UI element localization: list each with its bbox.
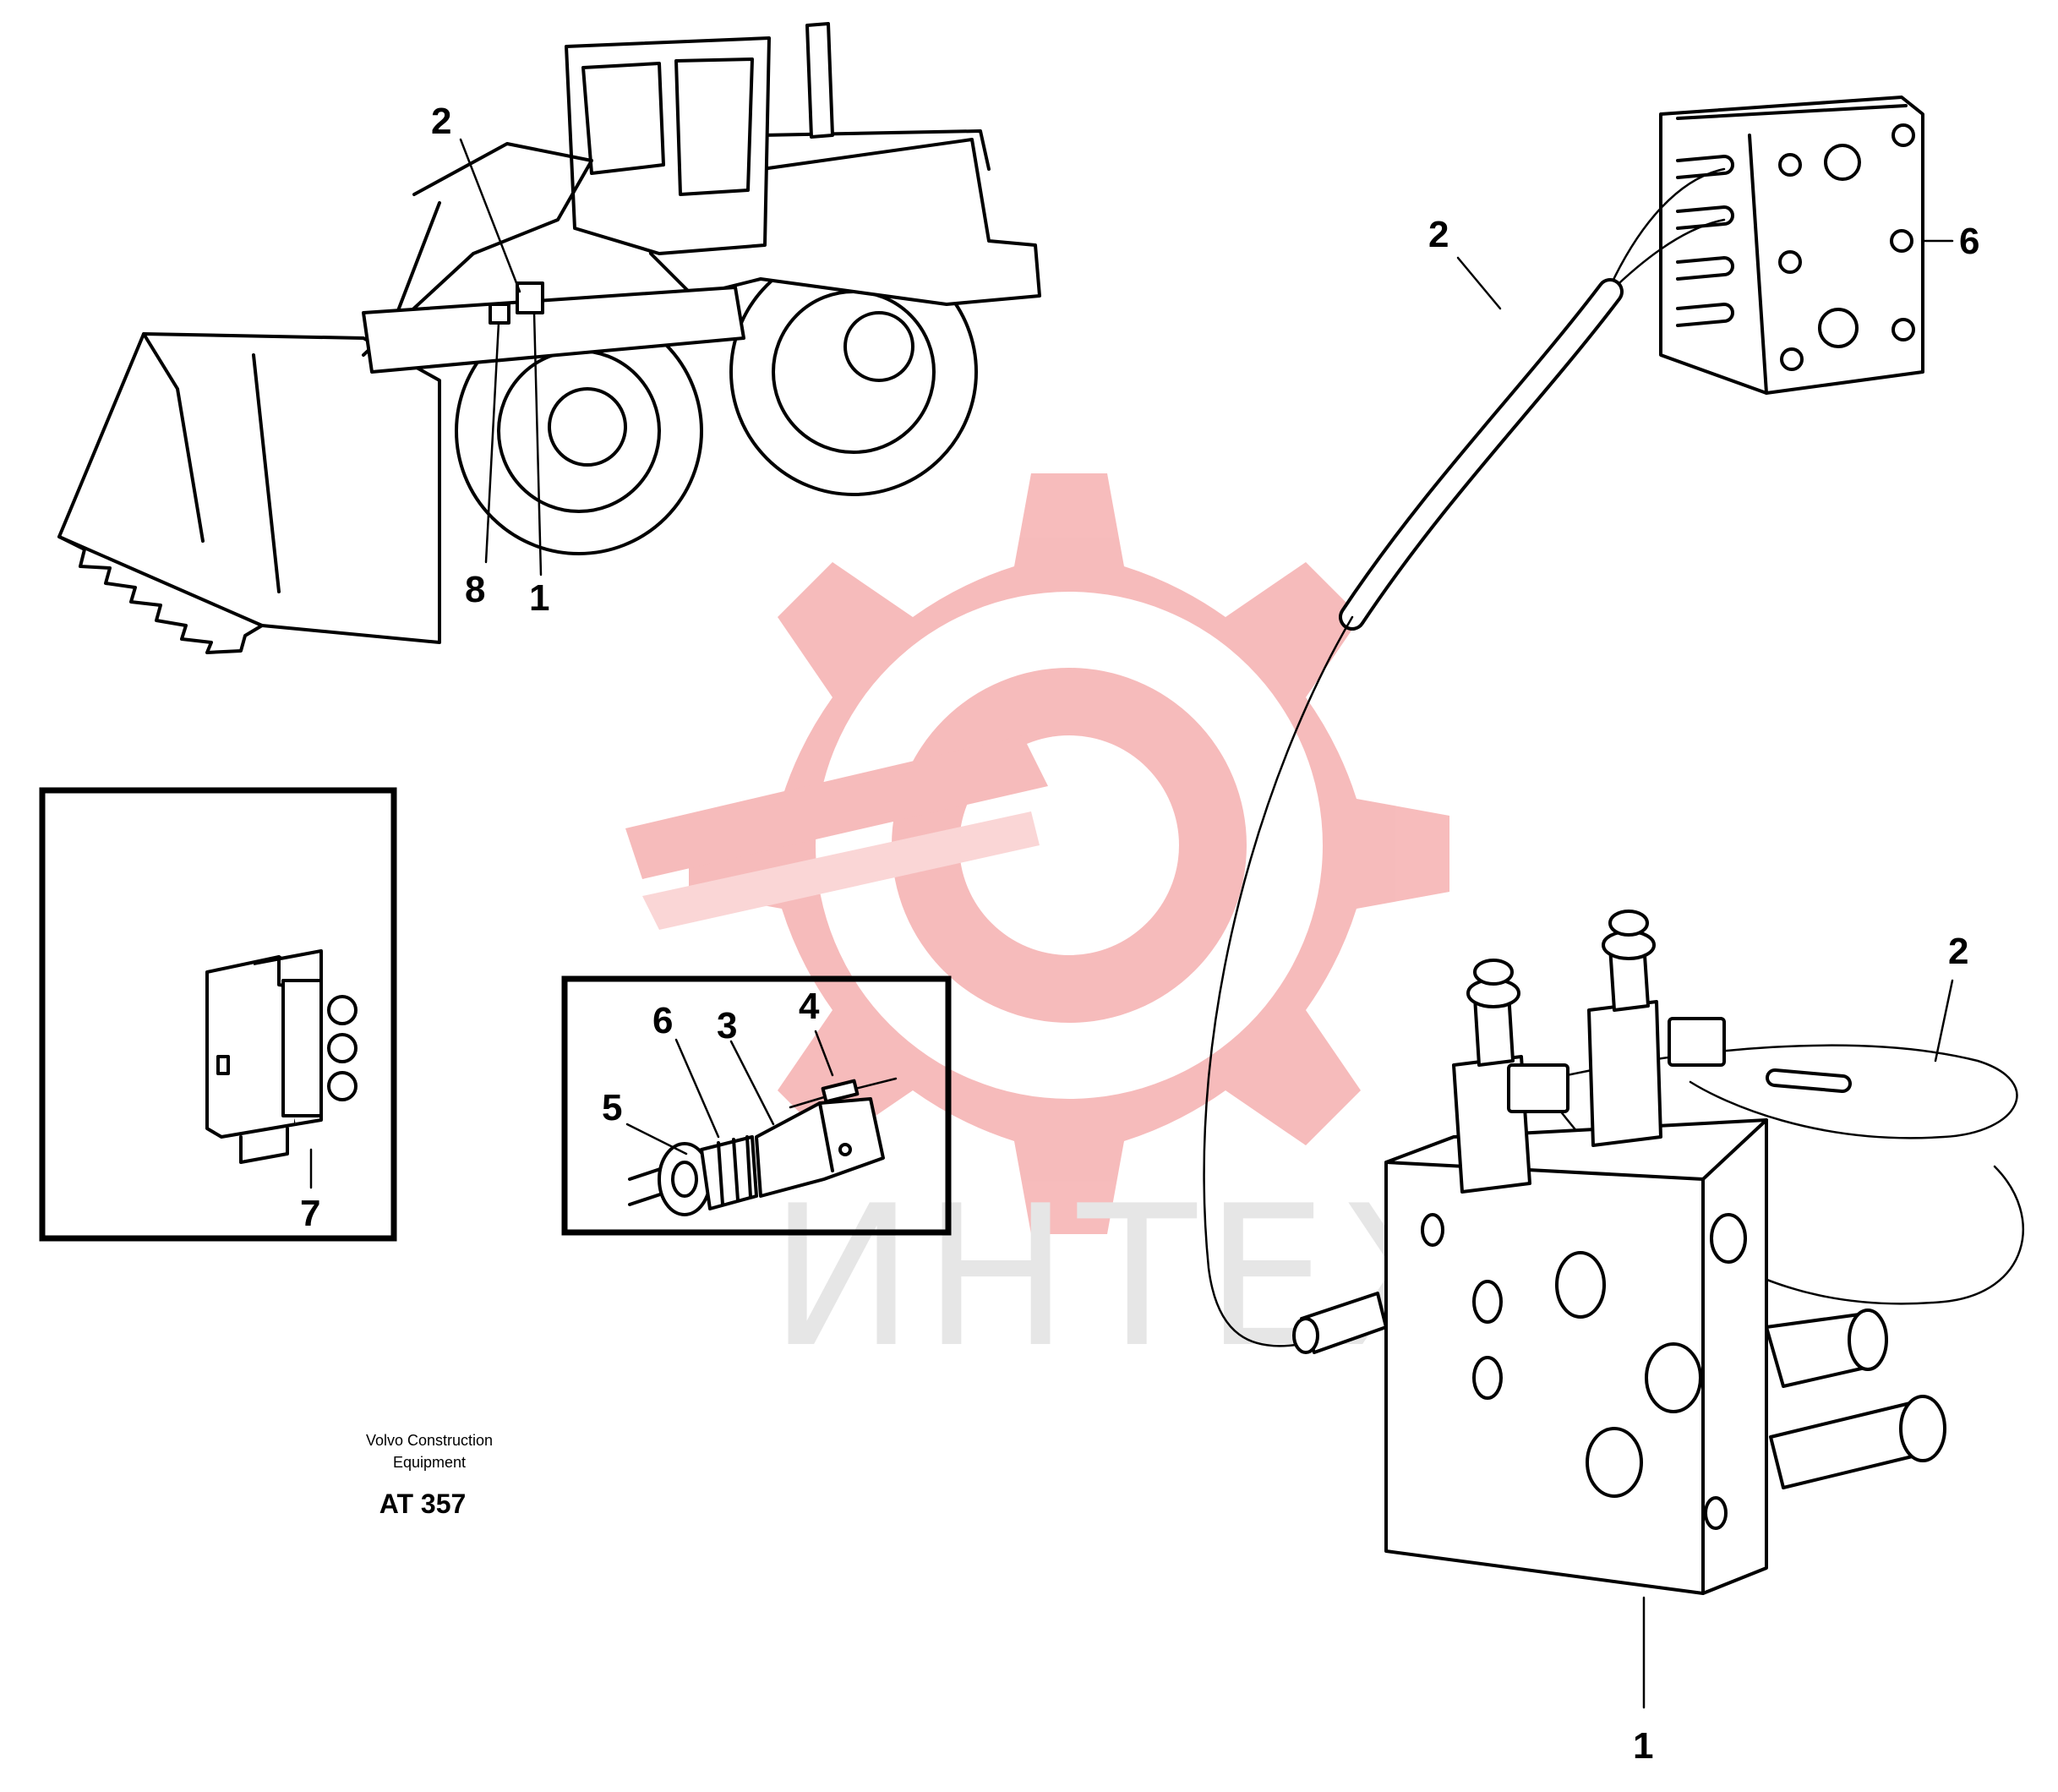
leader-cable-2-top (1456, 256, 1502, 310)
wheel-loader-illustration (57, 22, 1041, 654)
valve-block-drawing (1292, 910, 1946, 1595)
leader-sensor-4 (814, 1030, 834, 1077)
inset-frame-connector (39, 787, 397, 1242)
callout-valve-block-1: 1 (1633, 1725, 1653, 1767)
leader-sensor-5 (625, 1123, 688, 1156)
connector-drawing (205, 949, 358, 1164)
watermark-text: ИНТЕХ (769, 1165, 1477, 1390)
callout-loader-2: 2 (431, 101, 451, 142)
leader-loader-1 (532, 311, 543, 576)
callout-sensor-4: 4 (799, 986, 820, 1027)
leader-cable-2-right (1934, 979, 1954, 1063)
leader-loader-2 (459, 138, 521, 293)
callout-sensor-3: 3 (717, 1005, 737, 1046)
control-unit-drawing (1659, 96, 1924, 395)
inset-frame-sensor (561, 975, 952, 1236)
callout-cable-2-top: 2 (1428, 214, 1449, 255)
watermark-logo (625, 473, 1449, 1234)
leader-sensor-3 (729, 1040, 775, 1126)
leader-loader-8 (484, 321, 500, 564)
caption-line-2: Equipment (393, 1454, 466, 1471)
leader-sensor-6 (674, 1038, 720, 1139)
caption-code: AT 357 (379, 1489, 467, 1519)
caption-line-1: Volvo Construction (366, 1432, 493, 1449)
callout-sensor-6: 6 (652, 1000, 673, 1041)
callout-sensor-5: 5 (602, 1087, 622, 1128)
sensor-drawing (628, 1077, 898, 1216)
callout-loader-8: 8 (465, 569, 485, 610)
callout-loader-1: 1 (529, 577, 549, 619)
callout-cable-2-right: 2 (1948, 931, 1968, 972)
cable-harness (1203, 167, 2024, 1347)
callout-connector-7: 7 (300, 1193, 320, 1234)
callout-control-unit-6: 6 (1959, 221, 1979, 262)
